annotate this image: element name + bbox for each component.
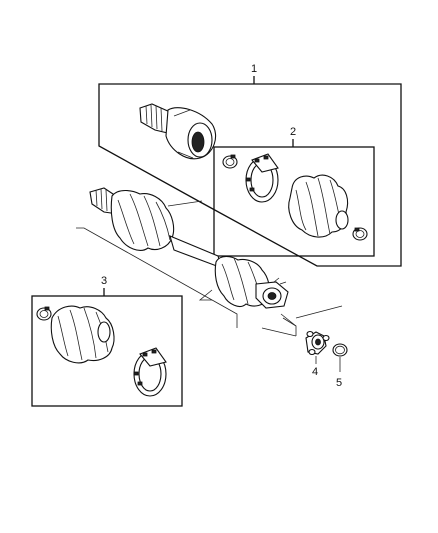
callout-1-group: 1 bbox=[98, 63, 402, 267]
callout-2-group: 2 bbox=[213, 126, 375, 257]
callout-3-group: 3 bbox=[31, 275, 183, 407]
bracket-lines bbox=[76, 227, 343, 337]
callout-2-label[interactable]: 2 bbox=[290, 126, 296, 138]
axle-shaft bbox=[89, 187, 289, 309]
callout-5-group: 5 bbox=[336, 377, 342, 389]
shaft-leader bbox=[167, 200, 203, 207]
callout-3-label[interactable]: 3 bbox=[101, 275, 107, 287]
boot-clamp-small-outer bbox=[222, 154, 238, 169]
tripod-joint bbox=[305, 330, 330, 364]
inner-boot bbox=[50, 305, 115, 364]
boot-clamp-large-inner bbox=[133, 347, 167, 397]
callout-4-label[interactable]: 4 bbox=[312, 366, 318, 378]
callout-2-frame bbox=[213, 146, 375, 257]
callout-5-label[interactable]: 5 bbox=[336, 377, 342, 389]
boot-clamp-small-outer-2 bbox=[352, 227, 368, 241]
bell-housing-bore bbox=[191, 131, 205, 153]
outer-boot bbox=[288, 174, 349, 238]
callout-1-label[interactable]: 1 bbox=[251, 63, 257, 75]
callout-1-frame bbox=[98, 83, 402, 267]
boot-clamp-large-outer bbox=[245, 153, 279, 203]
snap-ring bbox=[332, 343, 348, 372]
callout-3-frame bbox=[31, 295, 183, 407]
boot-clamp-small-inner bbox=[36, 306, 52, 321]
callout-4-group: 4 bbox=[312, 366, 318, 378]
outer-cv-joint bbox=[139, 103, 217, 160]
